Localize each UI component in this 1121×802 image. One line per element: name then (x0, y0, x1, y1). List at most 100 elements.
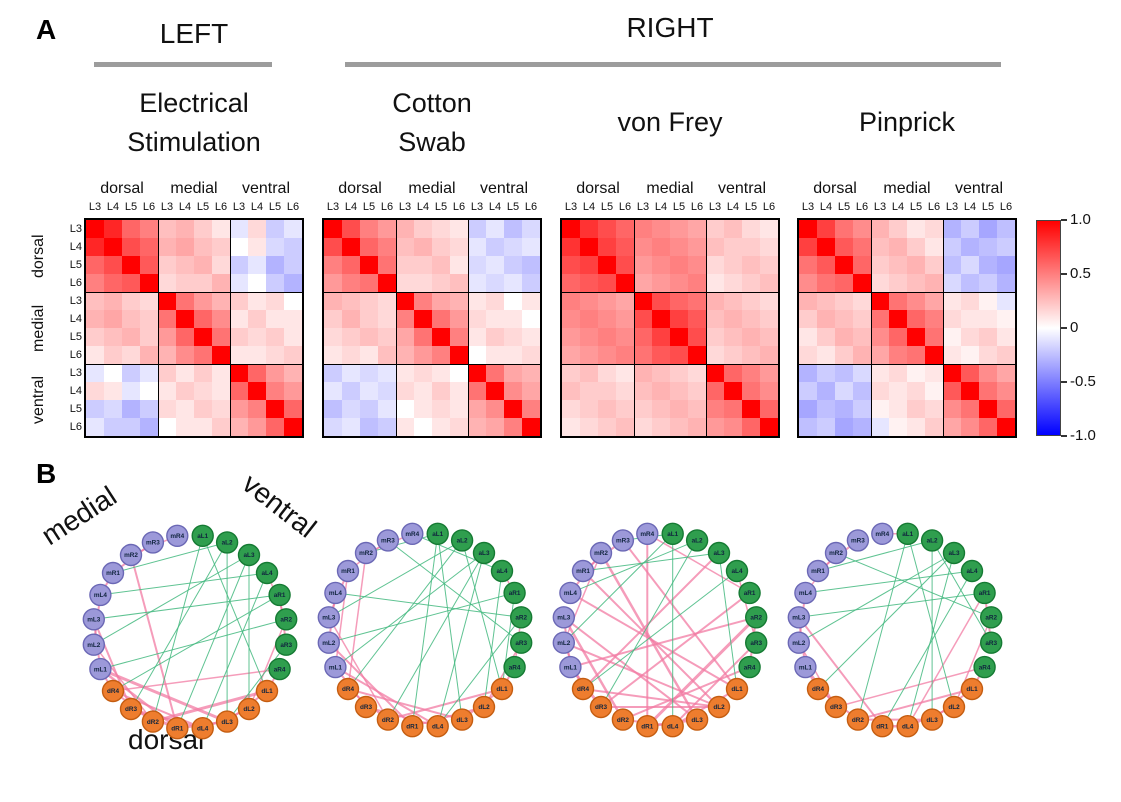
network-node-label: mR1 (341, 568, 355, 575)
matrix-cell (925, 346, 943, 364)
matrix-cell (194, 400, 212, 418)
matrix-cell (871, 292, 889, 310)
network-node-label: mL4 (94, 592, 108, 599)
matrix-cell (925, 274, 943, 292)
network-node-label: dR2 (382, 717, 395, 724)
matrix-cell (706, 364, 724, 382)
matrix-cell (122, 220, 140, 238)
matrix-cell (835, 364, 853, 382)
matrix-cell (580, 400, 598, 418)
matrix-cell (522, 364, 540, 382)
matrix-cell (835, 292, 853, 310)
network-node (571, 559, 595, 583)
block-divider-vertical (468, 220, 469, 436)
network-node-label: aR2 (985, 615, 997, 622)
network-edge (202, 572, 268, 729)
column-tick-label: L5 (434, 201, 448, 213)
matrix-cell (724, 220, 742, 238)
matrix-cell (104, 382, 122, 400)
network-edge (857, 688, 973, 721)
row-tick-label: L3 (69, 223, 82, 235)
network-edge (334, 570, 349, 668)
matrix-cell (598, 328, 616, 346)
network-node (871, 522, 894, 545)
matrix-cell (414, 274, 432, 292)
matrix-cell (396, 346, 414, 364)
colorbar-tick-mark (1061, 273, 1067, 275)
network-node-label: mR3 (381, 538, 395, 545)
column-tick-label: L6 (762, 201, 776, 213)
network-edge (907, 533, 955, 708)
matrix-cell (835, 220, 853, 238)
matrix-cell (378, 418, 396, 436)
column-tick-label: L6 (999, 201, 1013, 213)
matrix-cell (943, 220, 961, 238)
network-node (503, 655, 526, 679)
network-node-label: aL2 (692, 538, 703, 545)
column-tick-label: L4 (891, 201, 905, 213)
network-node-label: dL3 (456, 717, 468, 724)
column-tick-label: L5 (196, 201, 210, 213)
network-node-label: aL4 (261, 570, 272, 577)
matrix-cell (248, 220, 266, 238)
network-node (336, 559, 360, 583)
correlation-matrix (797, 218, 1017, 438)
matrix-cell (688, 400, 706, 418)
network-node (450, 529, 474, 552)
matrix-cell (212, 274, 230, 292)
matrix-cell (360, 328, 378, 346)
matrix-cell (853, 328, 871, 346)
network-node (255, 561, 279, 585)
matrix-cell (176, 238, 194, 256)
matrix-cell (486, 400, 504, 418)
matrix-cell (86, 238, 104, 256)
matrix-cell (706, 400, 724, 418)
network-node (960, 559, 984, 583)
matrix-cell (450, 310, 468, 328)
matrix-cell (176, 328, 194, 346)
matrix-cell (871, 346, 889, 364)
network-edge (365, 533, 438, 554)
matrix-cell (504, 238, 522, 256)
matrix-cell (230, 382, 248, 400)
network-edge (328, 539, 463, 618)
column-tick-label: L3 (801, 201, 815, 213)
matrix-cell (997, 364, 1015, 382)
matrix-cell (562, 328, 580, 346)
matrix-cell (598, 364, 616, 382)
column-tick-label: L3 (636, 201, 650, 213)
column-group-label: medial (408, 180, 456, 197)
matrix-cell (616, 292, 634, 310)
network-edge (387, 688, 503, 721)
network-node (942, 541, 966, 565)
matrix-cell (158, 382, 176, 400)
network-node-label: aL3 (713, 550, 724, 557)
matrix-cell (104, 328, 122, 346)
colorbar-tick-label: -0.5 (1070, 373, 1096, 390)
matrix-cell (616, 418, 634, 436)
matrix-cell (396, 418, 414, 436)
matrix-cell (688, 364, 706, 382)
network-edge (718, 552, 738, 690)
network-edge (817, 552, 955, 690)
matrix-cell (324, 238, 342, 256)
matrix-cell (486, 346, 504, 364)
matrix-cell (176, 274, 194, 292)
matrix-cell (799, 310, 817, 328)
matrix-cell (414, 220, 432, 238)
network-node-label: dR1 (406, 723, 419, 730)
matrix-cell (724, 400, 742, 418)
matrix-cell (598, 382, 616, 400)
matrix-cell (86, 346, 104, 364)
matrix-cell (396, 364, 414, 382)
matrix-cell (961, 310, 979, 328)
matrix-cell (616, 256, 634, 274)
matrix-cell (140, 238, 158, 256)
matrix-cell (450, 256, 468, 274)
network-node (503, 581, 526, 605)
matrix-cell (122, 364, 140, 382)
matrix-cell (706, 292, 724, 310)
column-group-label: ventral (717, 180, 767, 197)
network-node (787, 631, 810, 654)
